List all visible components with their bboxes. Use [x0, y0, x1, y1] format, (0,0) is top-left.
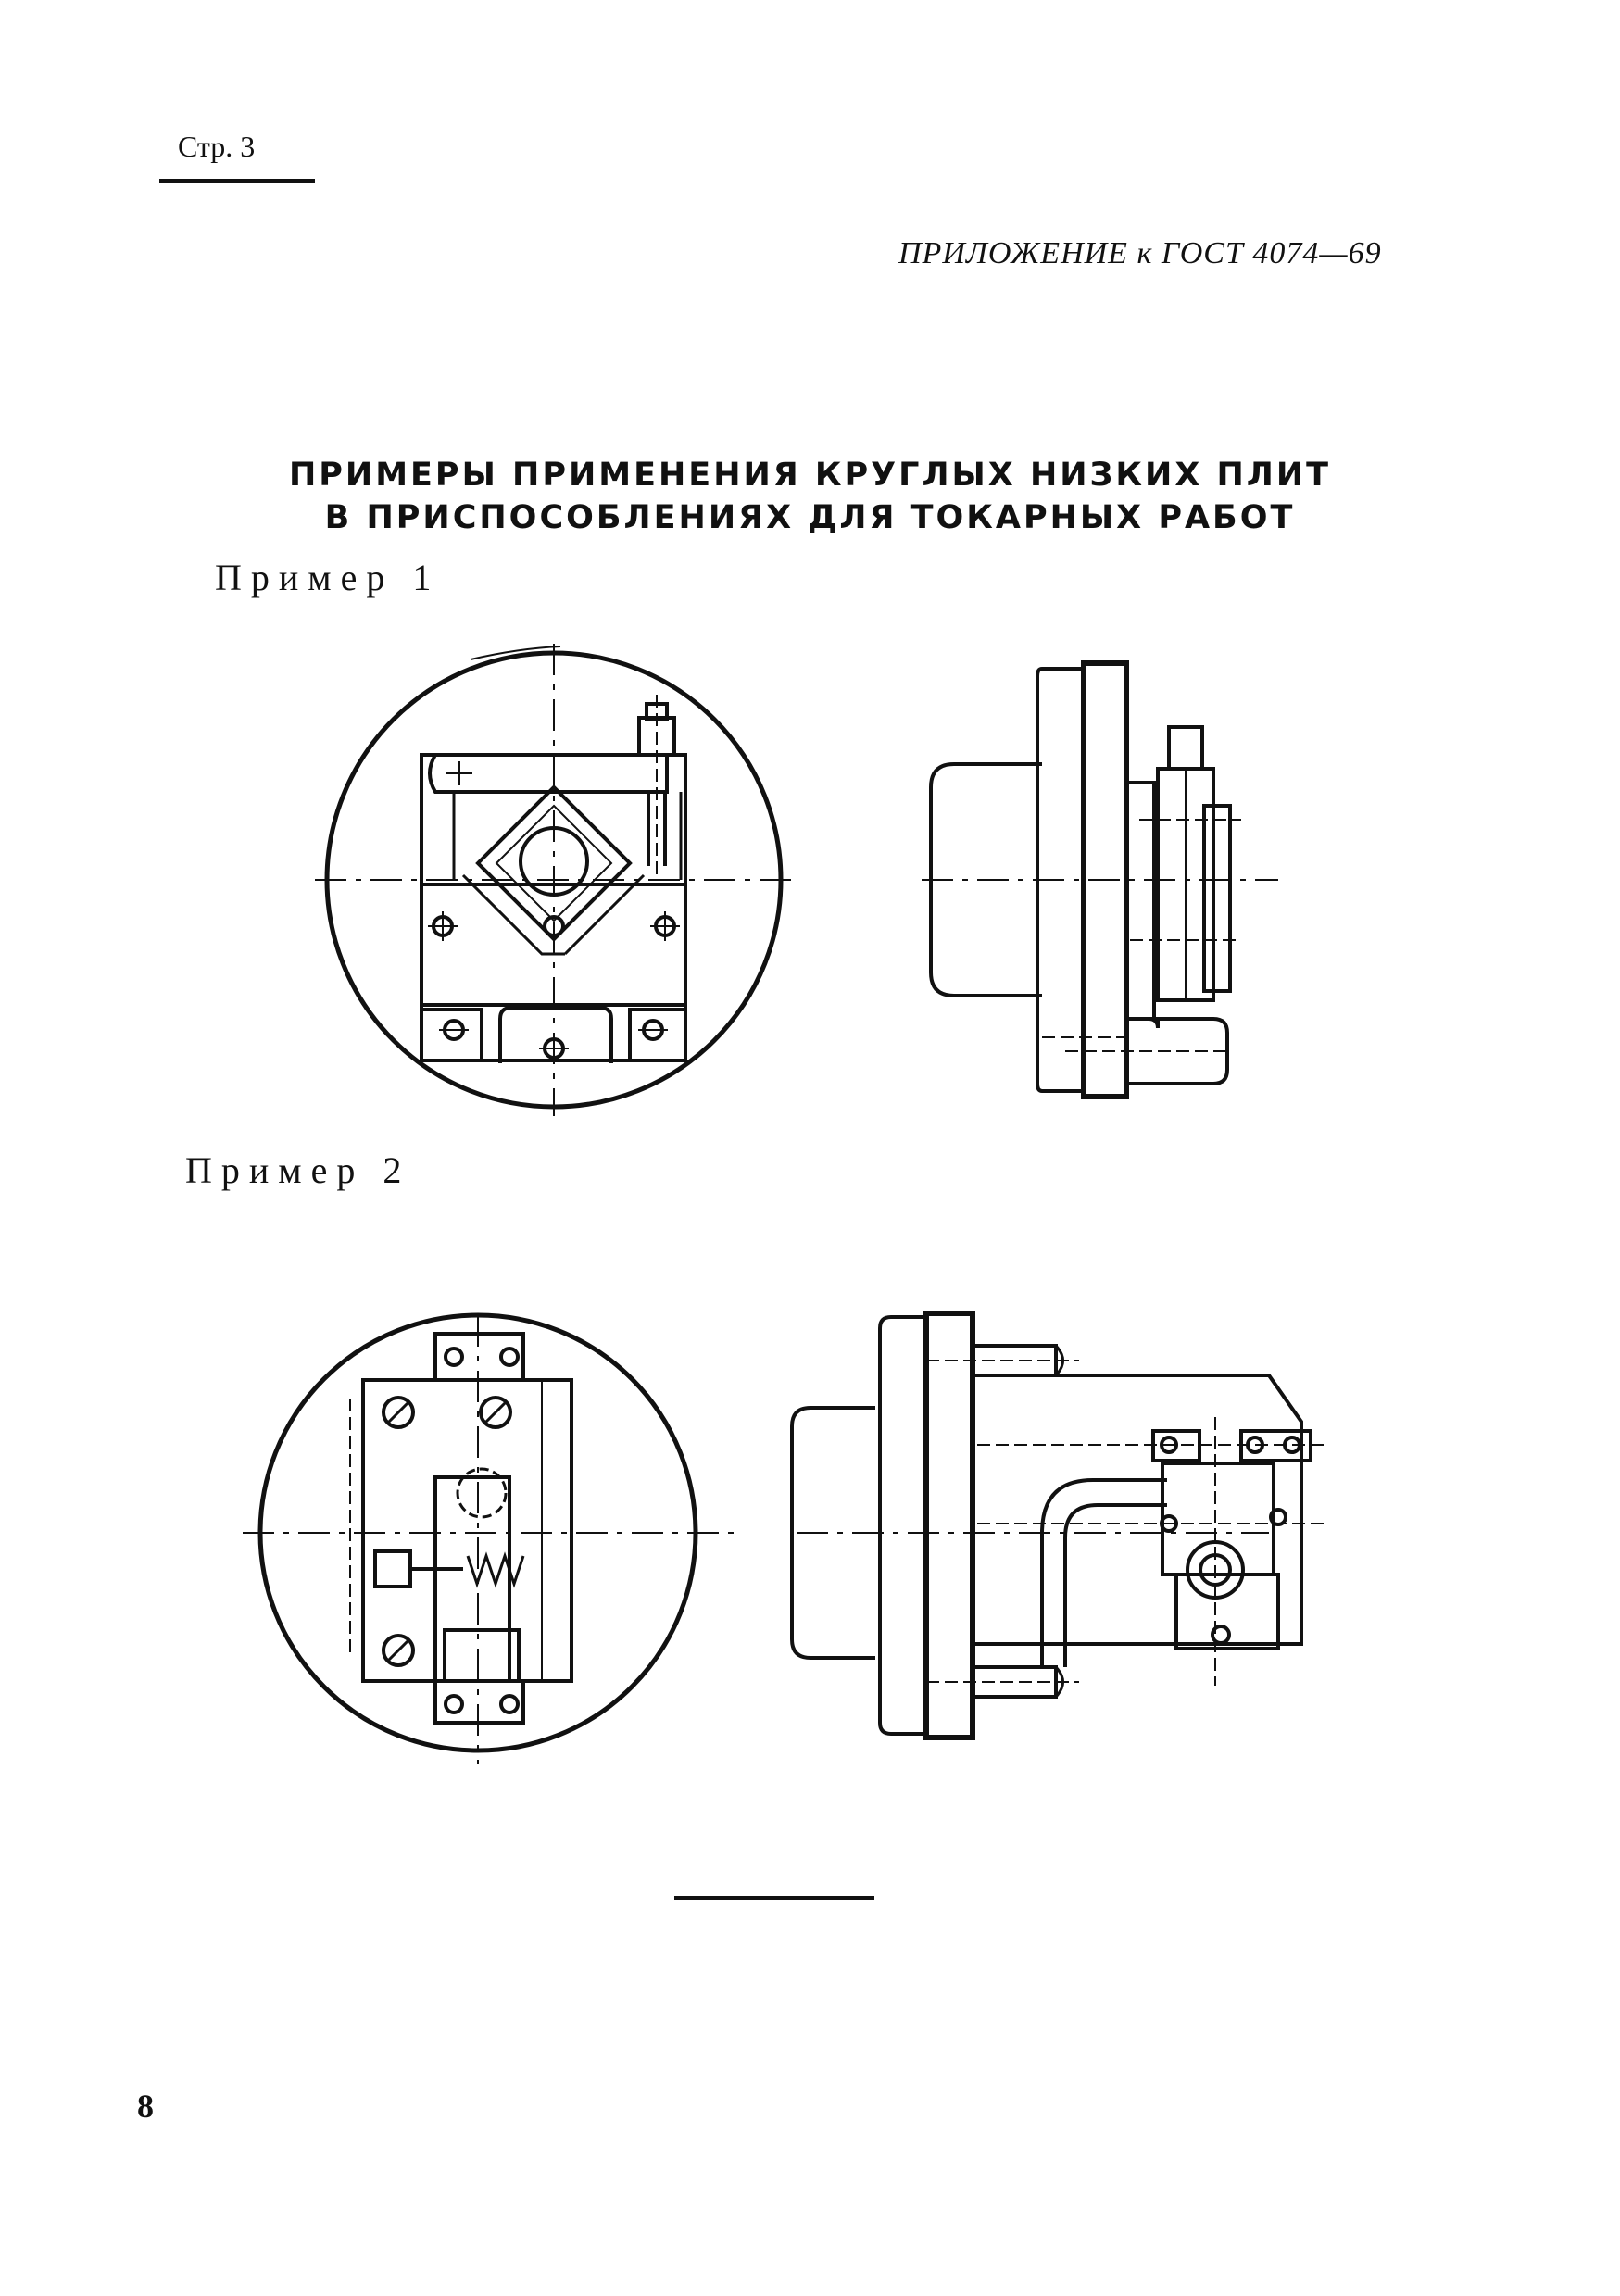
ex2s-clamp-head: [1162, 1463, 1274, 1575]
ex2s-lower-block: [1176, 1575, 1278, 1649]
ex1s-flange: [1037, 669, 1084, 1091]
ex2-screw-bl: [383, 1636, 413, 1665]
ex2-bottom-strip: [435, 1681, 523, 1723]
ex1-prism-inner: [496, 806, 611, 921]
ex1-workpiece: [521, 828, 587, 895]
page-label: Стр. 3: [178, 130, 256, 163]
ex1-base-left-pad: [421, 1010, 482, 1060]
ex1s-clamp-side: [1204, 806, 1230, 991]
ex1s-fixture-body: [1126, 783, 1154, 1019]
ex2-pin-top-left: [446, 1349, 462, 1365]
ex2s-flange: [880, 1317, 926, 1734]
ex2-workpiece: [458, 1469, 506, 1517]
ex2s-round-plate: [926, 1313, 973, 1738]
ex2s-bent-rod: [1042, 1480, 1167, 1667]
ex2-pin-bottom-right: [501, 1696, 518, 1713]
ex1-support-block: [421, 885, 685, 1005]
ex2s-bolt-4: [1162, 1516, 1176, 1531]
ex2s-lower-bolt: [1212, 1626, 1229, 1643]
example-1-front-view: [315, 644, 797, 1116]
title-line-2: В ПРИСПОСОБЛЕНИЯХ ДЛЯ ТОКАРНЫХ РАБОТ: [324, 499, 1296, 536]
ex1-base-center-slot: [500, 1008, 611, 1063]
ex1s-spindle-hub: [931, 764, 1042, 996]
ex1-bolt-center: [545, 917, 563, 935]
page-number: 8: [137, 2088, 154, 2125]
example-2-front-view: [243, 1315, 741, 1764]
ex1-v-jaw-right: [565, 875, 644, 954]
ex2-top-strip: [435, 1334, 523, 1380]
ex1s-base: [1126, 1019, 1227, 1084]
ex2s-fixture-body: [973, 1375, 1301, 1644]
ex2-pin-top-right: [501, 1349, 518, 1365]
ex2s-bolt-1: [1162, 1437, 1176, 1452]
appendix-reference: ПРИЛОЖЕНИЕ к ГОСТ 4074—69: [898, 236, 1382, 270]
ex2-clamp-nut: [375, 1551, 410, 1587]
ex2-screw-tc: [481, 1398, 510, 1427]
page-title: ПРИМЕРЫ ПРИМЕНЕНИЯ КРУГЛЫХ НИЗКИХ ПЛИТ В…: [0, 454, 1620, 539]
ex1-base-right-pad: [630, 1010, 685, 1060]
example-1-side-view: [922, 663, 1278, 1097]
page-label-underline: [159, 179, 315, 183]
ex2s-spindle-hub: [792, 1408, 875, 1658]
example-1-label: Пример 1: [215, 557, 441, 598]
ex2-lower-jaw: [445, 1630, 519, 1681]
example-2-label: Пример 2: [185, 1149, 411, 1191]
ex2-screw-tl: [383, 1398, 413, 1427]
example-2-side-view: [792, 1313, 1325, 1738]
ex1-clamp-bar: [430, 755, 667, 792]
end-rule: [674, 1896, 874, 1900]
ex2-spring: [468, 1556, 523, 1584]
ex1-v-jaw-left: [463, 875, 565, 954]
ex2s-workpiece-outer: [1187, 1542, 1243, 1598]
ex1-prism: [478, 787, 630, 939]
ex1-plate-edge-arc: [471, 646, 560, 659]
title-line-1: ПРИМЕРЫ ПРИМЕНЕНИЯ КРУГЛЫХ НИЗКИХ ПЛИТ: [288, 457, 1332, 494]
ex1s-stud-nut: [1169, 727, 1202, 769]
ex2-pin-bottom-left: [446, 1696, 462, 1713]
